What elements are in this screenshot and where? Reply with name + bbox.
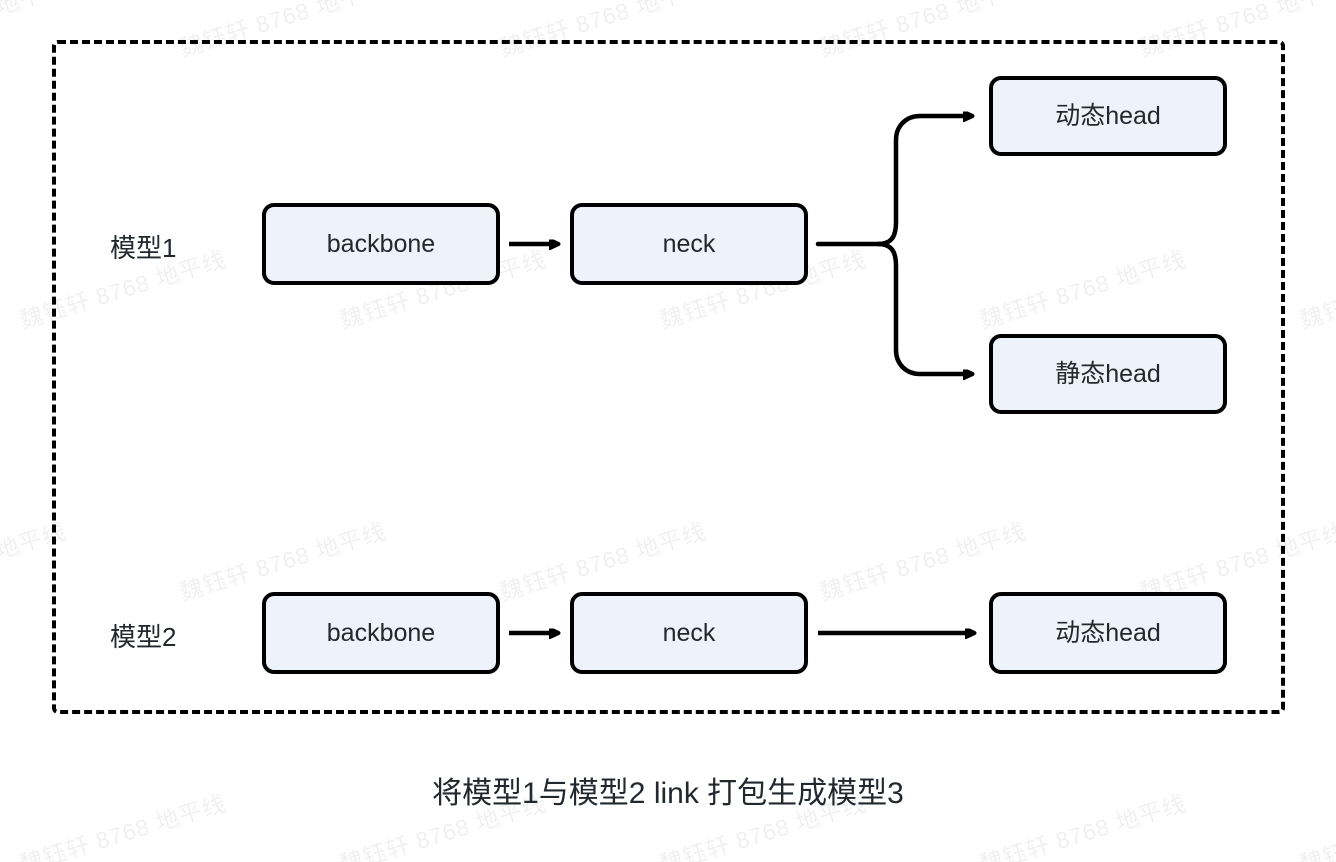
node-m2-dynamic-head[interactable]: 动态head <box>989 592 1227 674</box>
node-m2-backbone[interactable]: backbone <box>262 592 500 674</box>
model-group-dashed-container <box>52 40 1285 714</box>
node-m1-static-head[interactable]: 静态head <box>989 334 1227 414</box>
watermark-text: 魏钰轩 8768 地平线 <box>1296 246 1336 334</box>
node-m2-neck[interactable]: neck <box>570 592 808 674</box>
node-m1-backbone[interactable]: backbone <box>262 203 500 285</box>
diagram-caption: 将模型1与模型2 link 打包生成模型3 <box>432 777 904 810</box>
node-m1-dynamic-head[interactable]: 动态head <box>989 76 1227 156</box>
node-m2-backbone-label: backbone <box>326 618 436 647</box>
row-label-model-2: 模型2 <box>110 622 177 652</box>
node-m1-backbone-label: backbone <box>326 229 436 258</box>
row-label-model-1: 模型1 <box>110 233 177 263</box>
node-m1-neck-label: neck <box>662 229 716 258</box>
node-m2-dynamic-head-label: 动态head <box>1055 618 1161 647</box>
node-m2-neck-label: neck <box>662 618 716 647</box>
node-m1-neck[interactable]: neck <box>570 203 808 285</box>
node-m1-dynamic-head-label: 动态head <box>1055 101 1161 130</box>
node-m1-static-head-label: 静态head <box>1055 359 1161 388</box>
